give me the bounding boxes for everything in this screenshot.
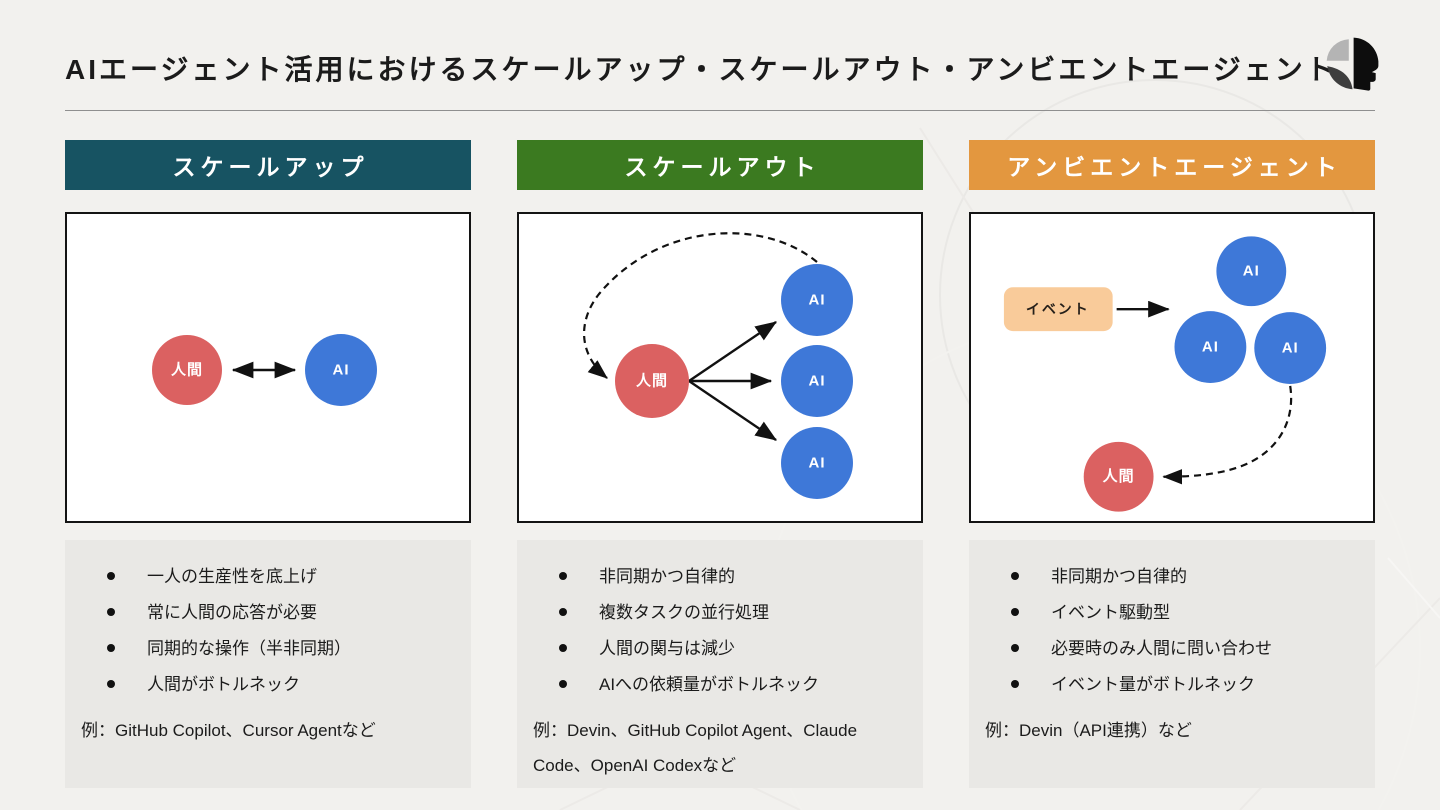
example-text: 例：Devin、GitHub Copilot Agent、Claude Code… <box>533 721 858 775</box>
ai-node-label: AI <box>1202 339 1219 356</box>
company-logo-icon <box>1326 37 1379 91</box>
bullet-text: 人間の関与は減少 <box>599 639 735 658</box>
scale-out-notes-panel: 非同期かつ自律的 複数タスクの並行処理 人間の関与は減少 AIへの依頼量がボトル… <box>517 540 923 788</box>
ambient-agent-notes-panel: 非同期かつ自律的 イベント駆動型 必要時のみ人間に問い合わせ イベント量がボトル… <box>969 540 1375 788</box>
scale-out-bullet-list: 非同期かつ自律的 複数タスクの並行処理 人間の関与は減少 AIへの依頼量がボトル… <box>533 564 907 697</box>
event-box-label: イベント <box>1026 301 1090 317</box>
example-text: 例：GitHub Copilot、Cursor Agentなど <box>81 721 376 740</box>
bullet-text: 複数タスクの並行処理 <box>599 603 769 622</box>
ambient-agent-diagram: イベント AI AI AI 人間 <box>969 212 1375 523</box>
ai-node-label: AI <box>1282 340 1299 357</box>
bullet-icon <box>107 680 115 688</box>
ai-node <box>305 334 377 406</box>
bullet-icon <box>1011 572 1019 580</box>
bullet-icon <box>559 644 567 652</box>
bullet-item: 一人の生産性を底上げ <box>81 564 455 589</box>
page-title: AIエージェント活用におけるスケールアップ・スケールアウト・アンビエントエージェ… <box>65 54 1337 85</box>
bullet-icon <box>107 608 115 616</box>
scale-out-header: スケールアウト <box>517 140 923 190</box>
bullet-item: 非同期かつ自律的 <box>985 564 1359 589</box>
bullet-item: AIへの依頼量がボトルネック <box>533 672 907 697</box>
human-to-ai-arrow <box>688 380 777 441</box>
bullet-item: 常に人間の応答が必要 <box>81 600 455 625</box>
bullet-icon <box>559 680 567 688</box>
column-ambient-agent: アンビエントエージェント イベント AI <box>969 140 1375 788</box>
bullet-icon <box>1011 644 1019 652</box>
human-node <box>152 335 222 405</box>
bullet-text: イベント駆動型 <box>1051 603 1170 622</box>
ai-node-label: AI <box>1243 263 1260 280</box>
bullet-text: 人間がボトルネック <box>147 675 300 694</box>
human-node <box>615 344 689 418</box>
bullet-text: AIへの依頼量がボトルネック <box>599 675 820 694</box>
bullet-text: 常に人間の応答が必要 <box>147 603 317 622</box>
ai-to-human-dashed-arrow <box>1162 385 1293 485</box>
bullet-item: 同期的な操作（半非同期） <box>81 636 455 661</box>
bullet-text: 非同期かつ自律的 <box>1051 567 1187 586</box>
scale-up-bullet-list: 一人の生産性を底上げ 常に人間の応答が必要 同期的な操作（半非同期） 人間がボト… <box>81 564 455 697</box>
human-to-ai-arrow <box>688 321 777 382</box>
human-node-label: 人間 <box>636 373 668 390</box>
bullet-icon <box>559 608 567 616</box>
scale-out-diagram: 人間 AI AI AI <box>517 212 923 523</box>
bullet-icon <box>559 572 567 580</box>
bullet-item: イベント量がボトルネック <box>985 672 1359 697</box>
bullet-item: 人間がボトルネック <box>81 672 455 697</box>
bullet-item: 複数タスクの並行処理 <box>533 600 907 625</box>
scale-up-diagram: 人間 AI <box>65 212 471 523</box>
ai-node-label: AI <box>809 373 826 390</box>
example-text: 例：Devin（API連携）など <box>985 721 1192 740</box>
bullet-text: 一人の生産性を底上げ <box>147 567 317 586</box>
bullet-text: 非同期かつ自律的 <box>599 567 735 586</box>
three-column-layout: スケールアップ 人間 AI <box>65 140 1375 788</box>
bullet-text: 必要時のみ人間に問い合わせ <box>1051 639 1272 658</box>
bullet-icon <box>1011 608 1019 616</box>
column-scale-out: スケールアウト 人間 <box>517 140 923 788</box>
human-node-label: 人間 <box>171 362 203 379</box>
ambient-agent-header: アンビエントエージェント <box>969 140 1375 190</box>
bullet-item: イベント駆動型 <box>985 600 1359 625</box>
column-scale-up: スケールアップ 人間 AI <box>65 140 471 788</box>
bullet-item: 非同期かつ自律的 <box>533 564 907 589</box>
bullet-icon <box>107 644 115 652</box>
human-node-label: 人間 <box>1103 468 1135 485</box>
bullet-icon <box>1011 680 1019 688</box>
title-divider <box>65 110 1375 111</box>
bullet-item: 人間の関与は減少 <box>533 636 907 661</box>
scale-up-notes-panel: 一人の生産性を底上げ 常に人間の応答が必要 同期的な操作（半非同期） 人間がボト… <box>65 540 471 788</box>
bullet-item: 必要時のみ人間に問い合わせ <box>985 636 1359 661</box>
ai-node <box>781 264 853 336</box>
ambient-agent-bullet-list: 非同期かつ自律的 イベント駆動型 必要時のみ人間に問い合わせ イベント量がボトル… <box>985 564 1359 697</box>
ai-node-label: AI <box>809 455 826 472</box>
scale-up-header: スケールアップ <box>65 140 471 190</box>
bullet-text: イベント量がボトルネック <box>1051 675 1255 694</box>
ai-node-label: AI <box>809 292 826 309</box>
bullet-text: 同期的な操作（半非同期） <box>147 639 351 658</box>
bullet-icon <box>107 572 115 580</box>
ai-node-label: AI <box>333 362 350 379</box>
